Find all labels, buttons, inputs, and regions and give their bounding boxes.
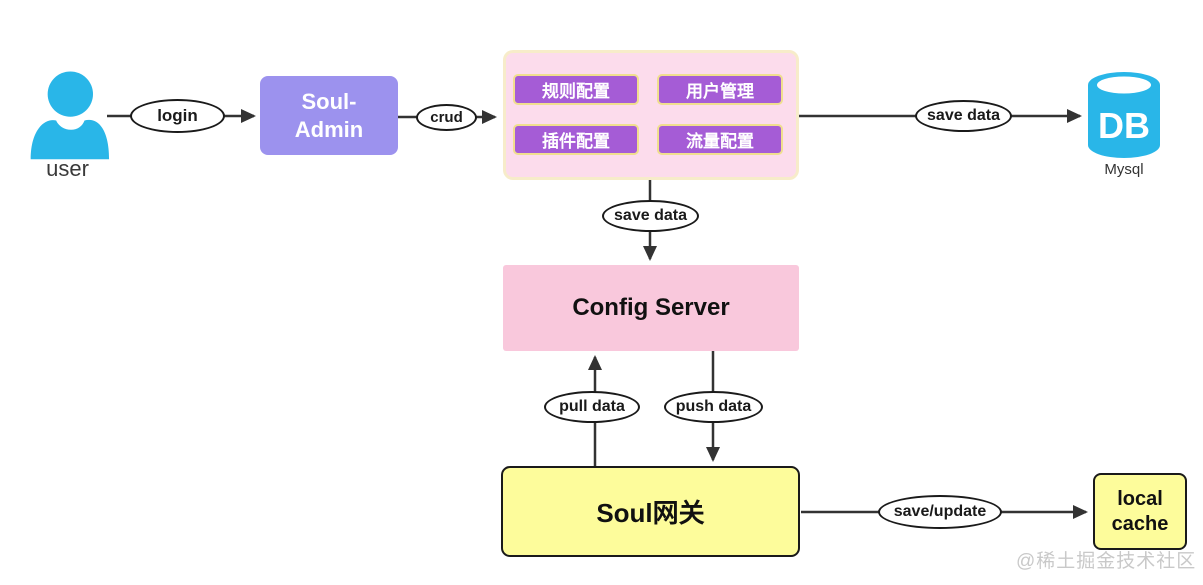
module-traffic-config: 流量配置 (657, 124, 783, 155)
edge-label-save-data-config: save data (602, 200, 699, 232)
edge-label-push-data: push data (664, 391, 763, 423)
soul-gateway-box: Soul网关 (501, 466, 800, 557)
config-server-box: Config Server (503, 265, 799, 351)
user-label: user (46, 156, 89, 181)
local-cache-label: local cache (1111, 487, 1169, 535)
soul-gateway-label: Soul网关 (596, 498, 705, 528)
edge-label-save-update: save/update (878, 495, 1002, 529)
admin-modules-panel (503, 50, 799, 180)
edge-label-save-data-db: save data (915, 100, 1012, 132)
database-icon: DB (1086, 71, 1162, 161)
database-caption: Mysql (1104, 161, 1144, 178)
module-plugin-config: 插件配置 (513, 124, 639, 155)
soul-admin-box: Soul- Admin (260, 76, 398, 155)
edge-label-crud: crud (416, 104, 477, 131)
edge-label-pull-data: pull data (544, 391, 640, 423)
soul-admin-label-line1: Soul- (301, 89, 357, 114)
edge-label-login: login (130, 99, 225, 133)
database-label: DB (1098, 105, 1150, 146)
module-user-management: 用户管理 (657, 74, 783, 105)
config-server-label: Config Server (572, 294, 730, 321)
soul-admin-label-line2: Admin (294, 116, 364, 142)
local-cache-box: local cache (1093, 473, 1187, 550)
module-rule-config: 规则配置 (513, 74, 639, 105)
user-icon (25, 66, 110, 160)
watermark: @稀土掘金技术社区 (1016, 551, 1197, 572)
